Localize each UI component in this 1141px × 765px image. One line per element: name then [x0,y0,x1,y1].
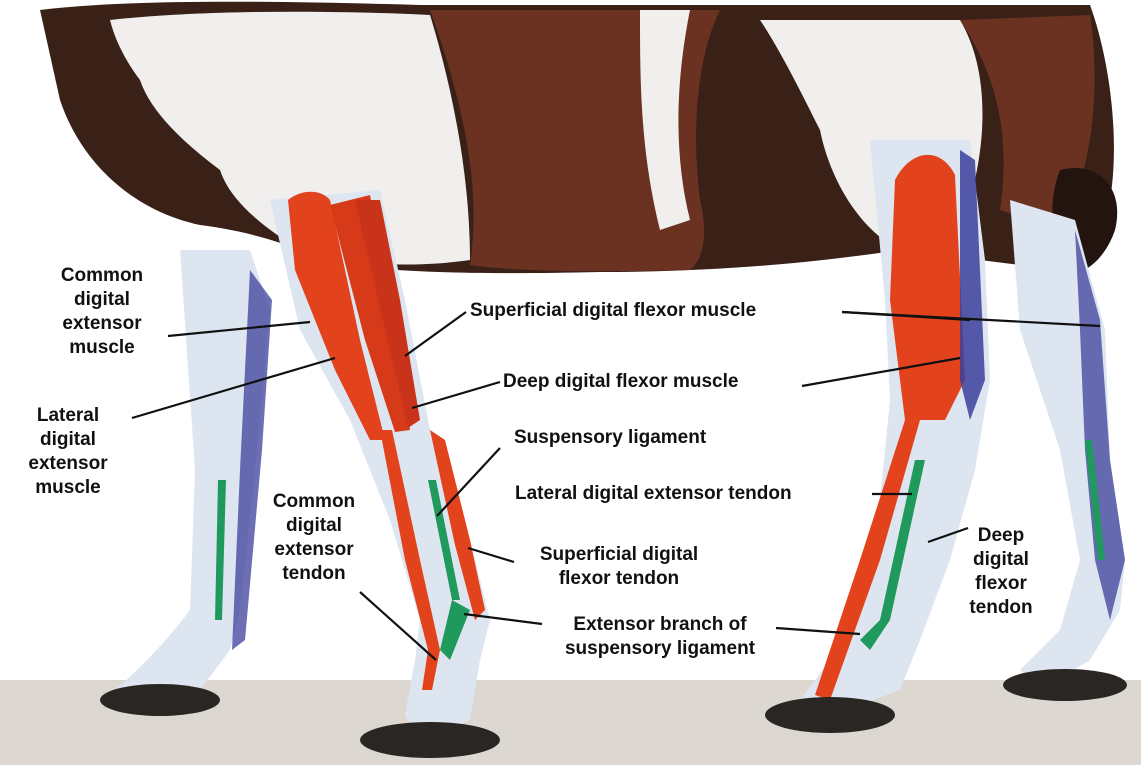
label-superficial-digital-flexor-muscle: Superficial digital flexor muscle [470,299,756,323]
label-line: Superficial digital [514,543,724,567]
label-line: Common [252,490,376,514]
label-line: digital [252,514,376,538]
leader-deep-flexor-muscle-1 [412,382,500,408]
label-suspensory-ligament: Suspensory ligament [514,426,706,450]
label-line: digital [6,428,130,452]
label-line: suspensory ligament [544,637,776,661]
label-superficial-digital-flexor-tendon: Superficial digital flexor tendon [514,543,724,591]
label-line: Common [38,264,166,288]
label-line: digital [38,288,166,312]
label-lateral-digital-extensor-tendon: Lateral digital extensor tendon [515,482,792,506]
label-line: flexor [946,572,1056,596]
label-line: muscle [6,476,130,500]
label-line: extensor [38,312,166,336]
label-line: Deep [946,524,1056,548]
hoof-right-rear [1003,669,1127,701]
hoof-right-front [765,697,895,733]
label-common-digital-extensor-tendon: Common digital extensor tendon [252,490,376,586]
hoof-left-front [360,722,500,758]
label-deep-digital-flexor-muscle: Deep digital flexor muscle [503,370,738,394]
label-line: Extensor branch of [544,613,776,637]
label-common-digital-extensor-muscle: Common digital extensor muscle [38,264,166,360]
label-extensor-branch-of-suspensory-ligament: Extensor branch of suspensory ligament [544,613,776,661]
label-line: extensor [6,452,130,476]
label-line: flexor tendon [514,567,724,591]
label-line: tendon [946,596,1056,620]
leader-superficial-flexor-muscle-1 [405,312,466,356]
right-front-leg-muscle [890,155,965,420]
label-line: extensor [252,538,376,562]
hoof-left-rear [100,684,220,716]
label-lateral-digital-extensor-muscle: Lateral digital extensor muscle [6,404,130,500]
label-line: Lateral [6,404,130,428]
label-line: tendon [252,562,376,586]
label-deep-digital-flexor-tendon: Deep digital flexor tendon [946,524,1056,620]
label-line: muscle [38,336,166,360]
label-line: digital [946,548,1056,572]
